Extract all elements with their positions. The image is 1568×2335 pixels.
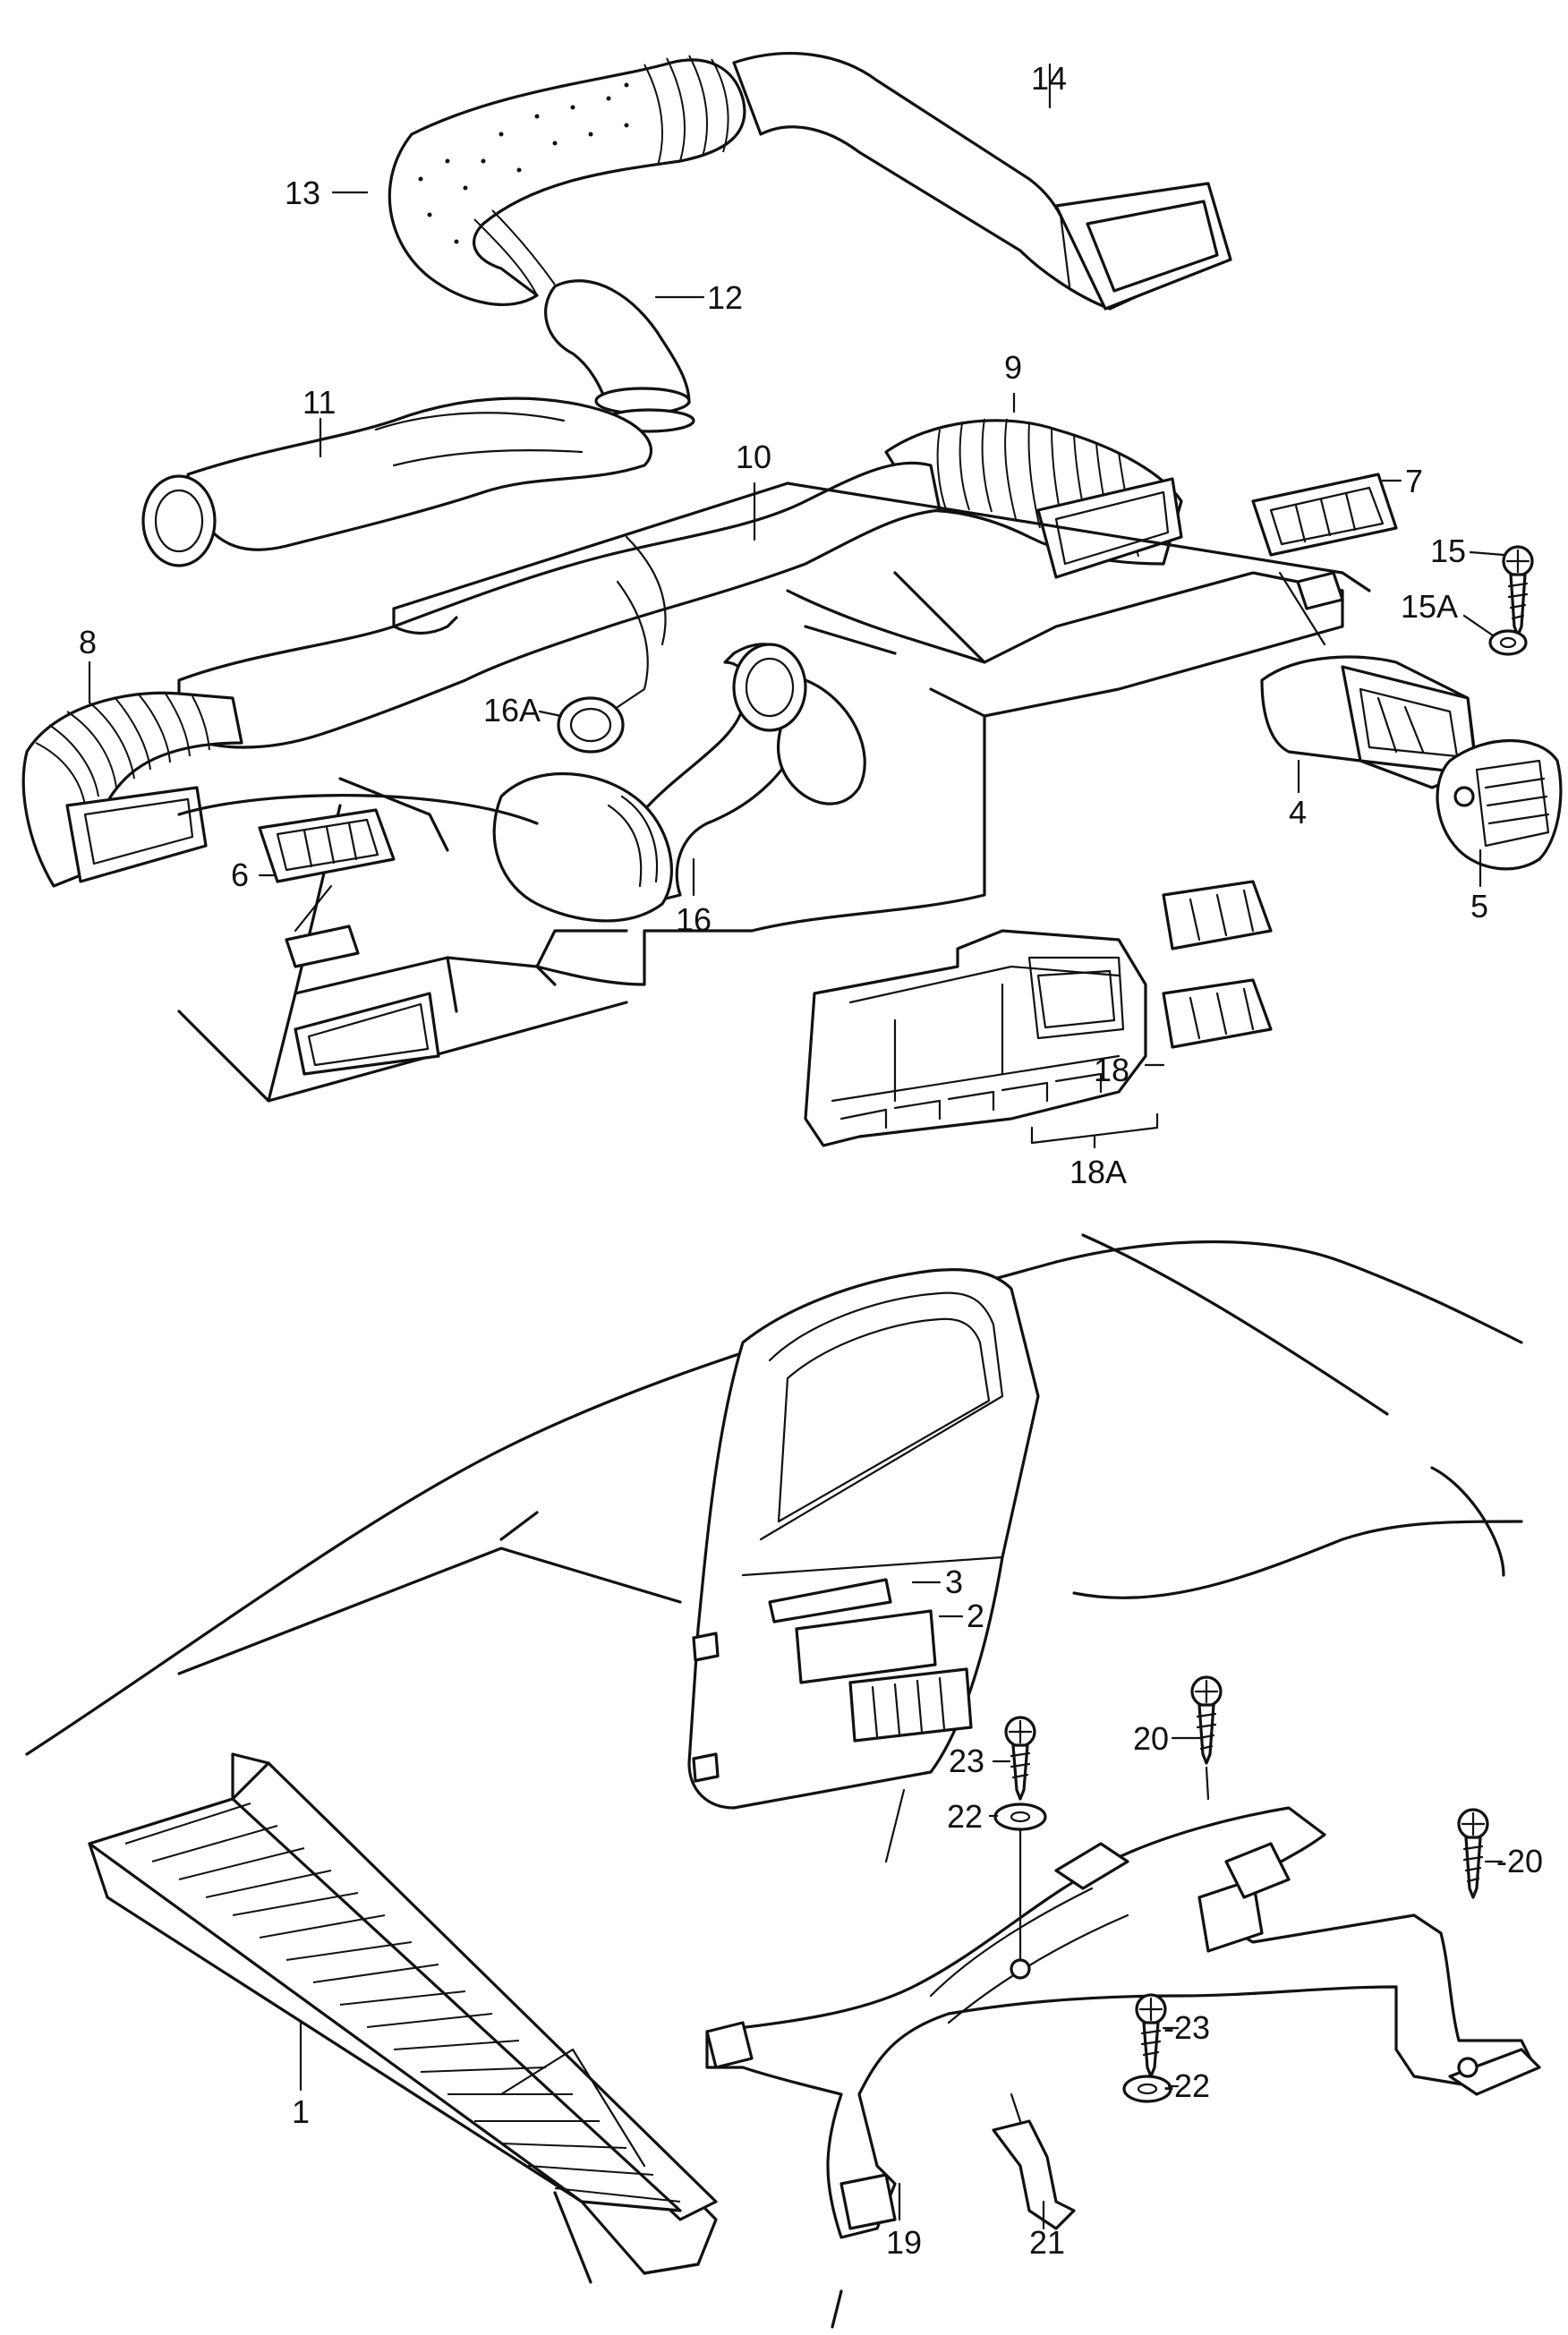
callout-15: 15 [1430, 533, 1466, 569]
part-8-corrugated-hose [21, 691, 243, 888]
callout-2: 2 [967, 1598, 984, 1634]
door-panel [687, 1268, 1040, 1863]
part-15a-washer [1488, 629, 1528, 656]
callout-11: 11 [303, 384, 336, 421]
part-13-insulated-hose [388, 55, 746, 306]
part-16-loop-hose [492, 643, 866, 923]
callout-labels: 14 13 12 11 9 10 7 15 15A 8 16A 4 5 6 16… [79, 60, 1543, 2261]
callout-22-left: 22 [947, 1798, 983, 1835]
part-23-screw-bottom [1135, 1993, 1167, 2078]
part-15-screw [1502, 545, 1534, 637]
callout-15a: 15A [1401, 588, 1458, 625]
callout-7: 7 [1405, 463, 1423, 499]
part-19-floor-duct [705, 1806, 1541, 2239]
callout-16: 16 [676, 901, 712, 938]
callout-19: 19 [886, 2224, 922, 2261]
callout-22-bottom: -22 [1163, 2067, 1210, 2104]
part-20-screw-right [1457, 1808, 1489, 1899]
callout-18a: 18A [1069, 1154, 1127, 1190]
part-5-round-vent [1436, 739, 1563, 871]
part-7-vent [1251, 473, 1398, 646]
part-16a-grommet [557, 696, 625, 754]
part-18-center-panel [804, 880, 1273, 1147]
part-6-vent [258, 808, 396, 968]
part-21-bracket [992, 2092, 1076, 2230]
part-11-duct [141, 396, 653, 567]
callout-10: 10 [736, 439, 771, 475]
callout-3: 3 [945, 1564, 963, 1600]
part-9-corrugated-hose [884, 418, 1183, 579]
callout-9: 9 [1004, 349, 1022, 386]
callout-20-right: -20 [1496, 1843, 1543, 1879]
callout-8: 8 [79, 624, 97, 660]
callout-1: 1 [292, 2093, 310, 2130]
callout-16a: 16A [483, 692, 541, 729]
leader-lines [88, 63, 1505, 2230]
callout-13: 13 [285, 175, 320, 211]
callout-21: 21 [1029, 2224, 1065, 2261]
part-1-tray [88, 1752, 718, 2275]
callout-6: 6 [231, 856, 249, 893]
part-23-screw-left [1004, 1716, 1036, 1801]
part-20-screw-top [1190, 1675, 1223, 1801]
part-22-washer-left [993, 1802, 1047, 1962]
callout-4: 4 [1289, 794, 1307, 831]
callout-5: 5 [1470, 888, 1488, 925]
callout-23-left: 23 [949, 1743, 984, 1779]
dashboard-outline [177, 481, 1371, 1103]
part-14-duct [732, 51, 1232, 311]
part-10-center-duct [177, 461, 942, 749]
callout-18: 18 [1094, 1052, 1129, 1088]
part-4-vent-housing [1260, 655, 1479, 789]
callout-20-top: 20 [1133, 1720, 1169, 1757]
callout-14: 14 [1031, 60, 1067, 97]
part-22-washer-bottom [1122, 2075, 1172, 2103]
callout-12: 12 [707, 279, 743, 316]
callout-23-bottom: -23 [1163, 2009, 1210, 2046]
